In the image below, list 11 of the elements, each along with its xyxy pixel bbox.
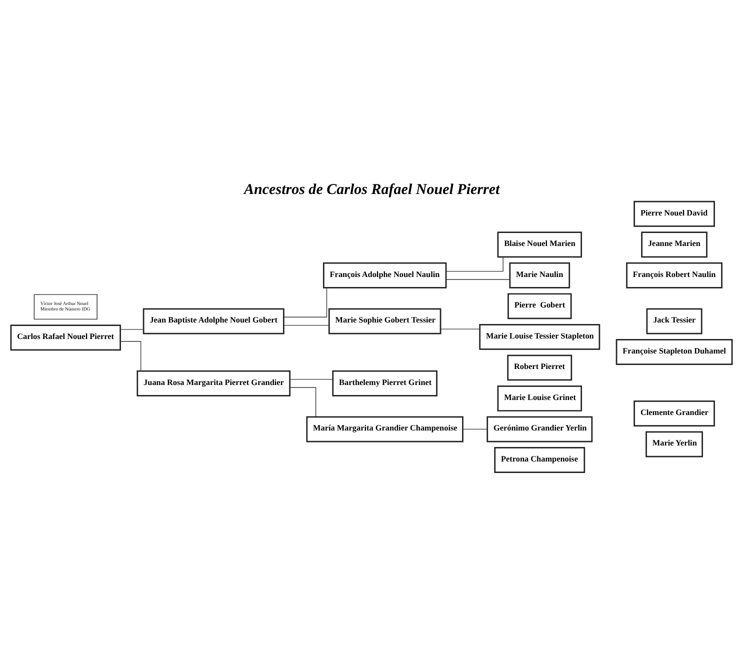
- connector: [462, 428, 488, 430]
- connector: [290, 387, 316, 418]
- connector: [440, 328, 480, 330]
- connector: [446, 279, 510, 280]
- connector: [283, 324, 330, 326]
- connector: [120, 341, 142, 372]
- connector: [290, 378, 334, 380]
- diagram-title: Ancestros de Carlos Rafael Nouel Pierret: [244, 182, 500, 198]
- connector: [284, 288, 328, 318]
- connector: [120, 329, 144, 330]
- connector: [446, 256, 504, 272]
